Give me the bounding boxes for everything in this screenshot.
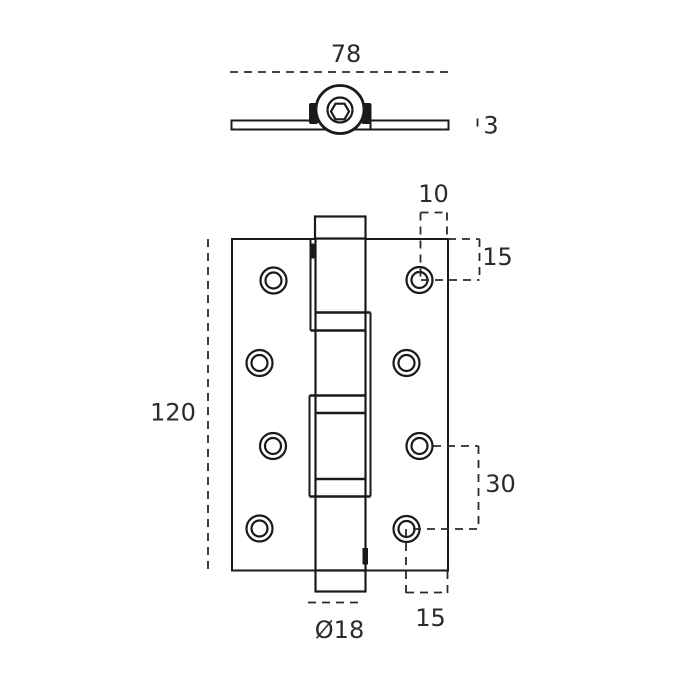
hex-pin-icon xyxy=(329,102,351,121)
dim-plate-height: 120 xyxy=(150,239,209,570)
barrel-body xyxy=(314,237,367,572)
screw-holes xyxy=(245,265,434,544)
dim-label-15-top: 15 xyxy=(482,243,513,271)
dim-label-3: 3 xyxy=(483,112,498,140)
screw-hole xyxy=(245,514,274,543)
screw-hole xyxy=(258,431,288,461)
front-view: 120 10 15 30 15 Ø18 xyxy=(150,180,516,644)
dim-label-10: 10 xyxy=(418,180,449,208)
dim-label-d18: Ø18 xyxy=(315,616,364,644)
screw-hole xyxy=(245,348,274,378)
pin-tick-bottom xyxy=(362,548,368,565)
screw-hole xyxy=(392,348,421,378)
dim-leaf-thickness: 3 xyxy=(476,112,499,140)
screw-hole xyxy=(259,266,288,295)
pin-cap-bottom xyxy=(314,569,367,593)
dim-label-15-bottom: 15 xyxy=(415,604,446,632)
dim-label-30: 30 xyxy=(485,470,516,498)
dim-knuckle-diameter: Ø18 xyxy=(308,601,364,644)
dim-hole-to-edge-top: 10 xyxy=(418,180,449,281)
screw-hole xyxy=(405,431,434,461)
dim-label-78: 78 xyxy=(331,40,362,68)
dim-hole-row-spacing: 30 xyxy=(413,445,516,530)
dim-open-width: 78 xyxy=(230,40,448,73)
screw-hole xyxy=(405,265,434,295)
top-view: 78 3 xyxy=(230,40,499,140)
pin-tick-top xyxy=(311,243,317,259)
knuckle-barrel xyxy=(308,215,372,593)
dim-hole-side-margin: 15 xyxy=(405,529,449,632)
dim-hole-top-margin: 15 xyxy=(421,238,513,281)
dim-label-120: 120 xyxy=(150,399,196,427)
pin-cap-top xyxy=(313,215,367,240)
